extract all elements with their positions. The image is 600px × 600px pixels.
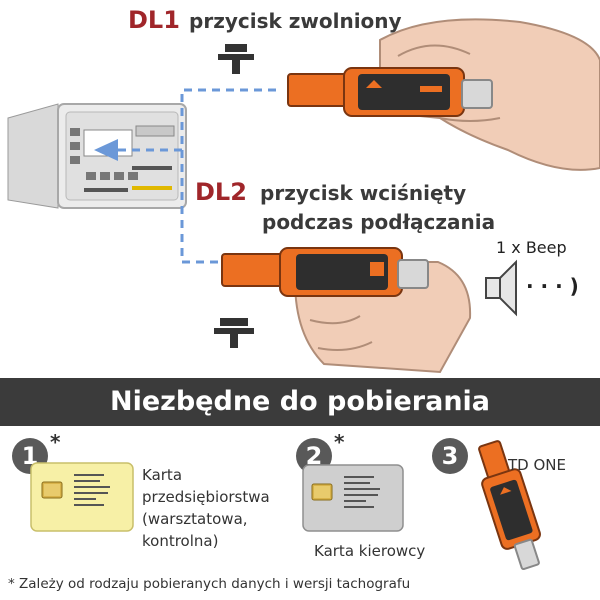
step-number-3: 3 (432, 438, 468, 474)
step-2-star: * (334, 430, 345, 454)
speaker-icon (485, 259, 517, 317)
driver-card-icon (302, 464, 404, 532)
caption-item-1: Karta przedsiębiorstwa (warsztatowa, kon… (142, 464, 270, 552)
button-pressed-icon (214, 318, 254, 348)
caption-1-line: przedsiębiorstwa (142, 488, 270, 506)
dl1-label: DL1 przycisk zwolniony (128, 6, 402, 34)
dl2-label: DL2 przycisk wciśnięty (195, 178, 466, 206)
dl2-text-line2: podczas podłączania (262, 210, 496, 234)
caption-1-line: kontrolna) (142, 532, 219, 550)
caption-1-line: (warsztatowa, (142, 510, 248, 528)
td-one-device-top (287, 67, 493, 117)
banner-title: Niezbędne do pobierania (0, 378, 600, 426)
dl1-code: DL1 (128, 6, 180, 34)
step-1-star: * (50, 430, 61, 454)
dl1-text: przycisk zwolniony (189, 9, 402, 33)
connection-diagram (7, 18, 600, 374)
dl2-text-line1: przycisk wciśnięty (260, 181, 467, 205)
dl2-code: DL2 (195, 178, 247, 206)
caption-item-3: TD ONE (508, 456, 566, 474)
caption-item-2: Karta kierowcy (314, 542, 426, 560)
dashed-connector (118, 88, 276, 264)
td-one-device-bottom (221, 247, 429, 297)
button-released-icon (218, 44, 254, 74)
beep-dots: · · · ) (526, 274, 579, 298)
arrow-left-icon (94, 139, 118, 161)
beep-label: 1 x Beep (496, 238, 567, 257)
footnote: * Zależy od rodzaju pobieranych danych i… (8, 576, 411, 592)
tachograph-icon (7, 103, 187, 209)
td-one-device-icon (478, 440, 541, 571)
caption-1-line: Karta (142, 466, 183, 484)
company-card-icon (30, 462, 134, 532)
